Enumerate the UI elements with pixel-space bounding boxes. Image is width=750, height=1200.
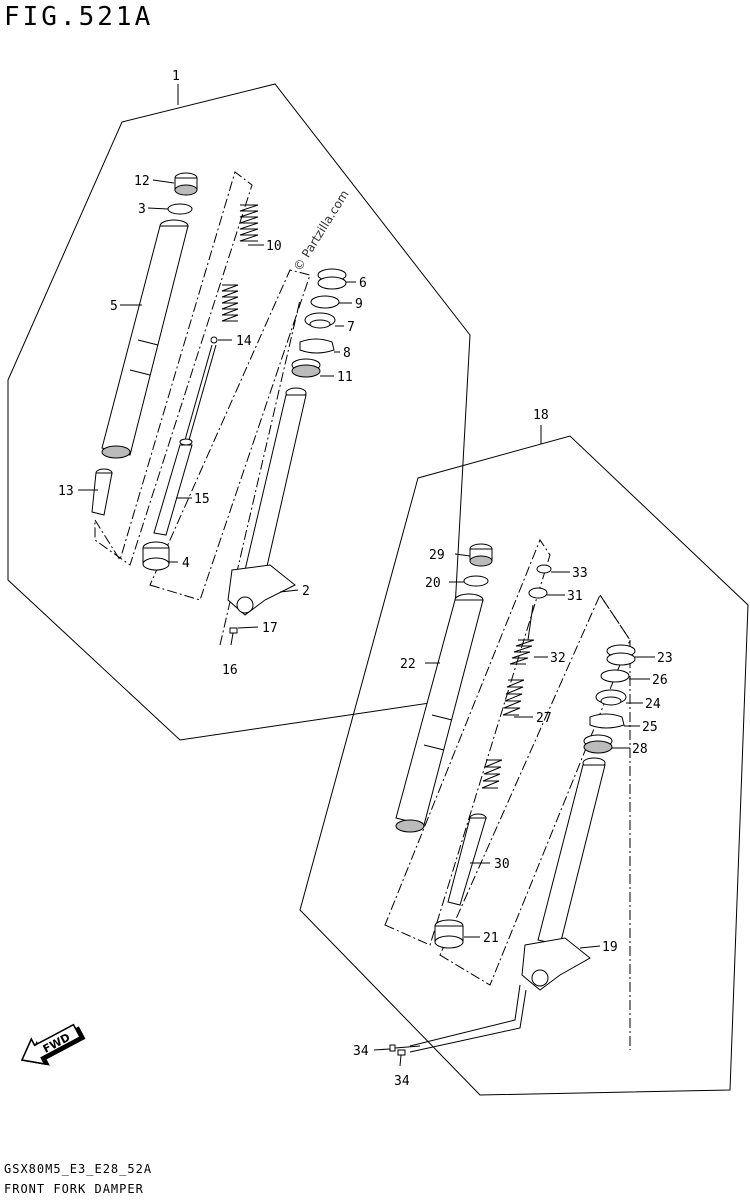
guide-bushing[interactable]: [291, 358, 321, 378]
axle-holder-right[interactable]: [521, 937, 591, 991]
bolt-right-a[interactable]: [389, 1044, 421, 1052]
stopper-ring-right[interactable]: [600, 669, 630, 683]
callout-33[interactable]: 33: [572, 566, 588, 581]
inner-tube[interactable]: [244, 387, 307, 576]
inner-frame-right-b: [439, 593, 631, 986]
callout-17[interactable]: 17: [262, 621, 278, 636]
inner-frame-left-a: [94, 171, 253, 566]
callout-7[interactable]: 7: [347, 320, 355, 335]
inner-frame-right-a: [384, 538, 551, 946]
bolt-left[interactable]: [229, 627, 238, 646]
callout-26[interactable]: 26: [652, 673, 668, 688]
callout-3[interactable]: 3: [138, 202, 146, 217]
callout-15[interactable]: 15: [194, 492, 210, 507]
callout-1[interactable]: 1: [172, 69, 180, 84]
fork-spring-lower[interactable]: [221, 284, 239, 322]
lock-nut[interactable]: [210, 336, 218, 344]
oil-seal-right[interactable]: [595, 689, 627, 706]
callout-31[interactable]: 31: [567, 589, 583, 604]
callout-30[interactable]: 30: [494, 857, 510, 872]
fork-spring-upper[interactable]: [239, 204, 259, 242]
callout-23[interactable]: 23: [657, 651, 673, 666]
callout-34-b[interactable]: 34: [394, 1074, 410, 1089]
guide-bushing-right[interactable]: [583, 734, 613, 754]
callout-25[interactable]: 25: [642, 720, 658, 735]
callout-16[interactable]: 16: [222, 663, 238, 678]
model-code: GSX80M5_E3_E28_52A: [4, 1162, 153, 1176]
o-ring[interactable]: [167, 203, 193, 215]
outer-tube-right[interactable]: [395, 593, 484, 833]
oil-lock-piece[interactable]: [142, 541, 170, 571]
callout-2[interactable]: 2: [302, 584, 310, 599]
nut-right[interactable]: [536, 564, 552, 574]
oil-seal[interactable]: [304, 312, 336, 329]
oil-seal-retainer-right[interactable]: [589, 713, 625, 729]
callout-11[interactable]: 11: [337, 370, 353, 385]
o-ring-right[interactable]: [463, 575, 489, 587]
callout-13[interactable]: 13: [58, 484, 74, 499]
diagram-name: FRONT FORK DAMPER: [4, 1182, 144, 1196]
oil-lock-piece-right[interactable]: [434, 919, 464, 949]
stopper-ring[interactable]: [310, 295, 340, 309]
callout-27[interactable]: 27: [536, 711, 552, 726]
callout-10[interactable]: 10: [266, 239, 282, 254]
fork-spring-right[interactable]: [481, 679, 525, 789]
dust-seal-right[interactable]: [606, 644, 636, 666]
spring-seat-right[interactable]: [528, 587, 548, 599]
callout-8[interactable]: 8: [343, 346, 351, 361]
callout-9[interactable]: 9: [355, 297, 363, 312]
callout-14[interactable]: 14: [236, 334, 252, 349]
axle-holder[interactable]: [227, 564, 296, 616]
callout-34-a[interactable]: 34: [353, 1044, 369, 1059]
fork-cap-bolt[interactable]: [174, 172, 198, 196]
callout-21[interactable]: 21: [483, 931, 499, 946]
outer-tube[interactable]: [101, 219, 189, 459]
oil-seal-retainer[interactable]: [299, 338, 335, 354]
callout-22[interactable]: 22: [400, 657, 416, 672]
assembly-left-outline: [7, 83, 471, 741]
callout-4[interactable]: 4: [182, 556, 190, 571]
callout-24[interactable]: 24: [645, 697, 661, 712]
rebound-spring[interactable]: [509, 604, 535, 665]
fork-cap-bolt-right[interactable]: [469, 543, 493, 567]
dust-seal[interactable]: [317, 268, 347, 290]
fwd-arrow-icon: FWD: [20, 1023, 86, 1066]
assembly-left: 1: [7, 69, 471, 741]
callout-6[interactable]: 6: [359, 276, 367, 291]
callout-32[interactable]: 32: [550, 651, 566, 666]
inner-frame-left-b: [149, 269, 311, 601]
cylinder-right[interactable]: [447, 813, 487, 906]
callout-5[interactable]: 5: [110, 299, 118, 314]
damper-rod[interactable]: [153, 438, 193, 536]
callout-18[interactable]: 18: [533, 408, 549, 423]
watermark: © Partzilla.com: [291, 188, 352, 274]
callout-29[interactable]: 29: [429, 548, 445, 563]
callout-19[interactable]: 19: [602, 940, 618, 955]
callout-28[interactable]: 28: [632, 742, 648, 757]
assembly-right-outline: [299, 435, 749, 1096]
inner-tube-right[interactable]: [537, 757, 606, 946]
fork-slide-bushing[interactable]: [91, 468, 113, 516]
bolt-right-b[interactable]: [397, 1049, 406, 1067]
figure-title: FIG.521A: [4, 2, 154, 32]
callout-12[interactable]: 12: [134, 174, 150, 189]
callout-20[interactable]: 20: [425, 576, 441, 591]
assembly-right: 18: [299, 408, 749, 1096]
